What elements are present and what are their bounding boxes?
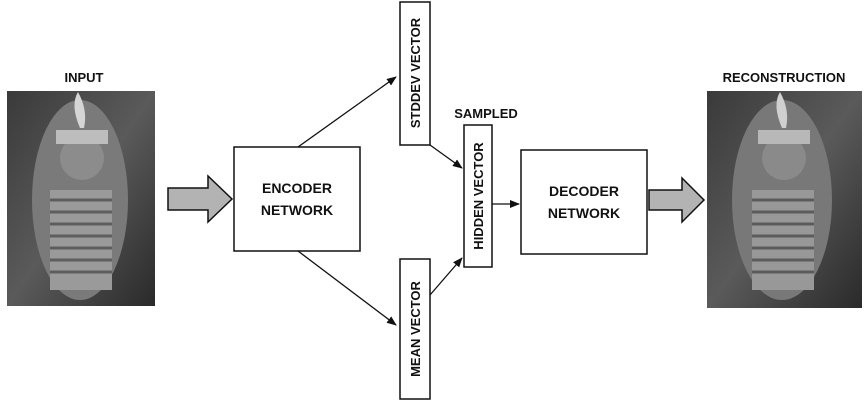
- stddev-vector-label: STDDEV VECTOR: [408, 17, 423, 128]
- decoder-label-line1: DECODER: [549, 183, 619, 199]
- decoder-network-box: [520, 149, 648, 255]
- encoder-label-line1: ENCODER: [262, 180, 332, 196]
- encoder-label-line2: NETWORK: [261, 202, 333, 218]
- stddev-vector-box: [399, 1, 431, 146]
- hidden-vector-label: HIDDEN VECTOR: [471, 142, 486, 250]
- reconstruction-label: RECONSTRUCTION: [723, 70, 846, 85]
- encoder-to-stddev-line: [297, 76, 397, 148]
- encoder-to-mean-line: [297, 250, 397, 326]
- input-image: [7, 91, 155, 306]
- input-label: INPUT: [65, 70, 104, 85]
- input-to-encoder-arrow: [167, 174, 234, 224]
- encoder-network-box: [233, 146, 361, 252]
- sampled-label: SAMPLED: [454, 106, 518, 121]
- hidden-vector-box: [463, 124, 493, 268]
- stddev-to-hidden-line: [429, 144, 463, 169]
- mean-vector-label: MEAN VECTOR: [408, 280, 423, 376]
- decoder-label-line2: NETWORK: [548, 205, 620, 221]
- mean-to-hidden-line: [429, 257, 463, 296]
- decoder-to-reconstruction-arrow: [648, 176, 706, 224]
- reconstruction-image: [707, 91, 862, 308]
- mean-vector-box: [399, 258, 431, 400]
